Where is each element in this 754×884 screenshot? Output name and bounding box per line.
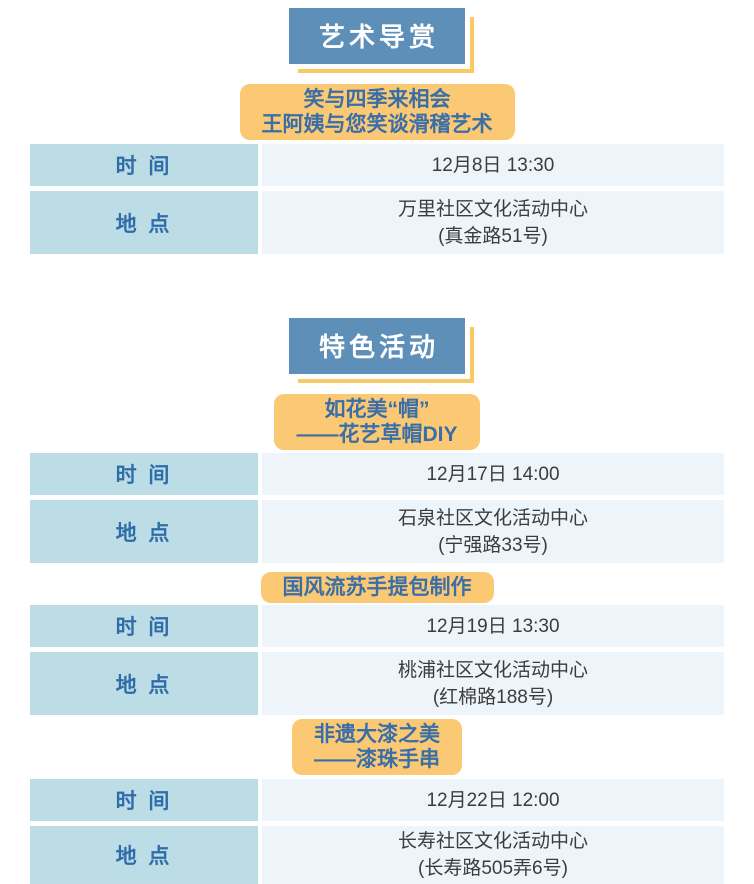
event-4-location-value: 长寿社区文化活动中心 (长寿路505弄6号) <box>262 826 724 884</box>
section-1: 艺术导赏 <box>0 8 754 73</box>
location-name: 长寿社区文化活动中心 <box>397 831 588 852</box>
time-label: 时 间 <box>30 144 258 186</box>
event-2-location-row: 地 点 石泉社区文化活动中心 (宁强路33号) <box>30 500 724 563</box>
event-3: 国风流苏手提包制作 <box>0 572 754 603</box>
event-4-title-line-1: 非遗大漆之美 <box>314 723 440 746</box>
time-text: 12月17日 14:00 <box>426 463 560 485</box>
event-2-time-value: 12月17日 14:00 <box>262 453 724 495</box>
event-1-location-value: 万里社区文化活动中心 (真金路51号) <box>262 191 724 254</box>
event-2-title-line-1: 如花美“帽” <box>324 398 430 421</box>
event-2: 如花美“帽” ——花艺草帽DIY <box>0 394 754 450</box>
location-address: (宁强路33号) <box>438 534 548 556</box>
event-3-time-row: 时 间 12月19日 13:30 <box>30 605 724 647</box>
event-4-time-value: 12月22日 12:00 <box>262 779 724 821</box>
location-label: 地 点 <box>30 500 258 563</box>
event-2-title: 如花美“帽” ——花艺草帽DIY <box>274 394 480 450</box>
section-2: 特色活动 <box>0 318 754 383</box>
location-label: 地 点 <box>30 652 258 715</box>
time-text: 12月8日 13:30 <box>431 154 555 176</box>
location-label: 地 点 <box>30 826 258 884</box>
event-2-location-value: 石泉社区文化活动中心 (宁强路33号) <box>262 500 724 563</box>
location-address: (红棉路188号) <box>432 686 554 708</box>
location-name: 石泉社区文化活动中心 <box>397 507 588 529</box>
location-name: 万里社区文化活动中心 <box>397 198 588 220</box>
event-1-title-line-2: 王阿姨与您笑谈滑稽艺术 <box>261 113 493 136</box>
time-label: 时 间 <box>30 779 258 821</box>
event-1-title: 笑与四季来相会 王阿姨与您笑谈滑稽艺术 <box>239 84 515 140</box>
event-3-location-row: 地 点 桃浦社区文化活动中心 (红棉路188号) <box>30 652 724 715</box>
event-2-title-line-2: ——花艺草帽DIY <box>296 423 458 446</box>
location-address: (真金路51号) <box>438 225 548 247</box>
event-1: 笑与四季来相会 王阿姨与您笑谈滑稽艺术 <box>0 84 754 140</box>
event-1-title-line-1: 笑与四季来相会 <box>303 88 451 111</box>
event-2-time-row: 时 间 12月17日 14:00 <box>30 453 724 495</box>
event-1-time-value: 12月8日 13:30 <box>262 144 724 186</box>
location-name: 桃浦社区文化活动中心 <box>397 659 588 681</box>
event-4-location-row: 地 点 长寿社区文化活动中心 (长寿路505弄6号) <box>30 826 724 884</box>
event-4-title-line-2: ——漆珠手串 <box>314 748 440 771</box>
time-label: 时 间 <box>30 453 258 495</box>
event-3-title-line-1: 国风流苏手提包制作 <box>282 576 472 599</box>
section-title-art-guide: 艺术导赏 <box>288 8 475 73</box>
event-3-location-value: 桃浦社区文化活动中心 (红棉路188号) <box>262 652 724 715</box>
event-1-location-row: 地 点 万里社区文化活动中心 (真金路51号) <box>30 191 724 254</box>
event-4: 非遗大漆之美 ——漆珠手串 <box>0 719 754 775</box>
event-3-title: 国风流苏手提包制作 <box>260 572 494 603</box>
event-4-title: 非遗大漆之美 ——漆珠手串 <box>292 719 462 775</box>
section-title-special-activities: 特色活动 <box>288 318 475 383</box>
event-4-time-row: 时 间 12月22日 12:00 <box>30 779 724 821</box>
event-1-time-row: 时 间 12月8日 13:30 <box>30 144 724 186</box>
location-label: 地 点 <box>30 191 258 254</box>
time-text: 12月19日 13:30 <box>426 615 560 637</box>
time-text: 12月22日 12:00 <box>426 789 560 811</box>
event-3-time-value: 12月19日 13:30 <box>262 605 724 647</box>
time-label: 时 间 <box>30 605 258 647</box>
location-address: (长寿路505弄6号) <box>418 858 568 879</box>
